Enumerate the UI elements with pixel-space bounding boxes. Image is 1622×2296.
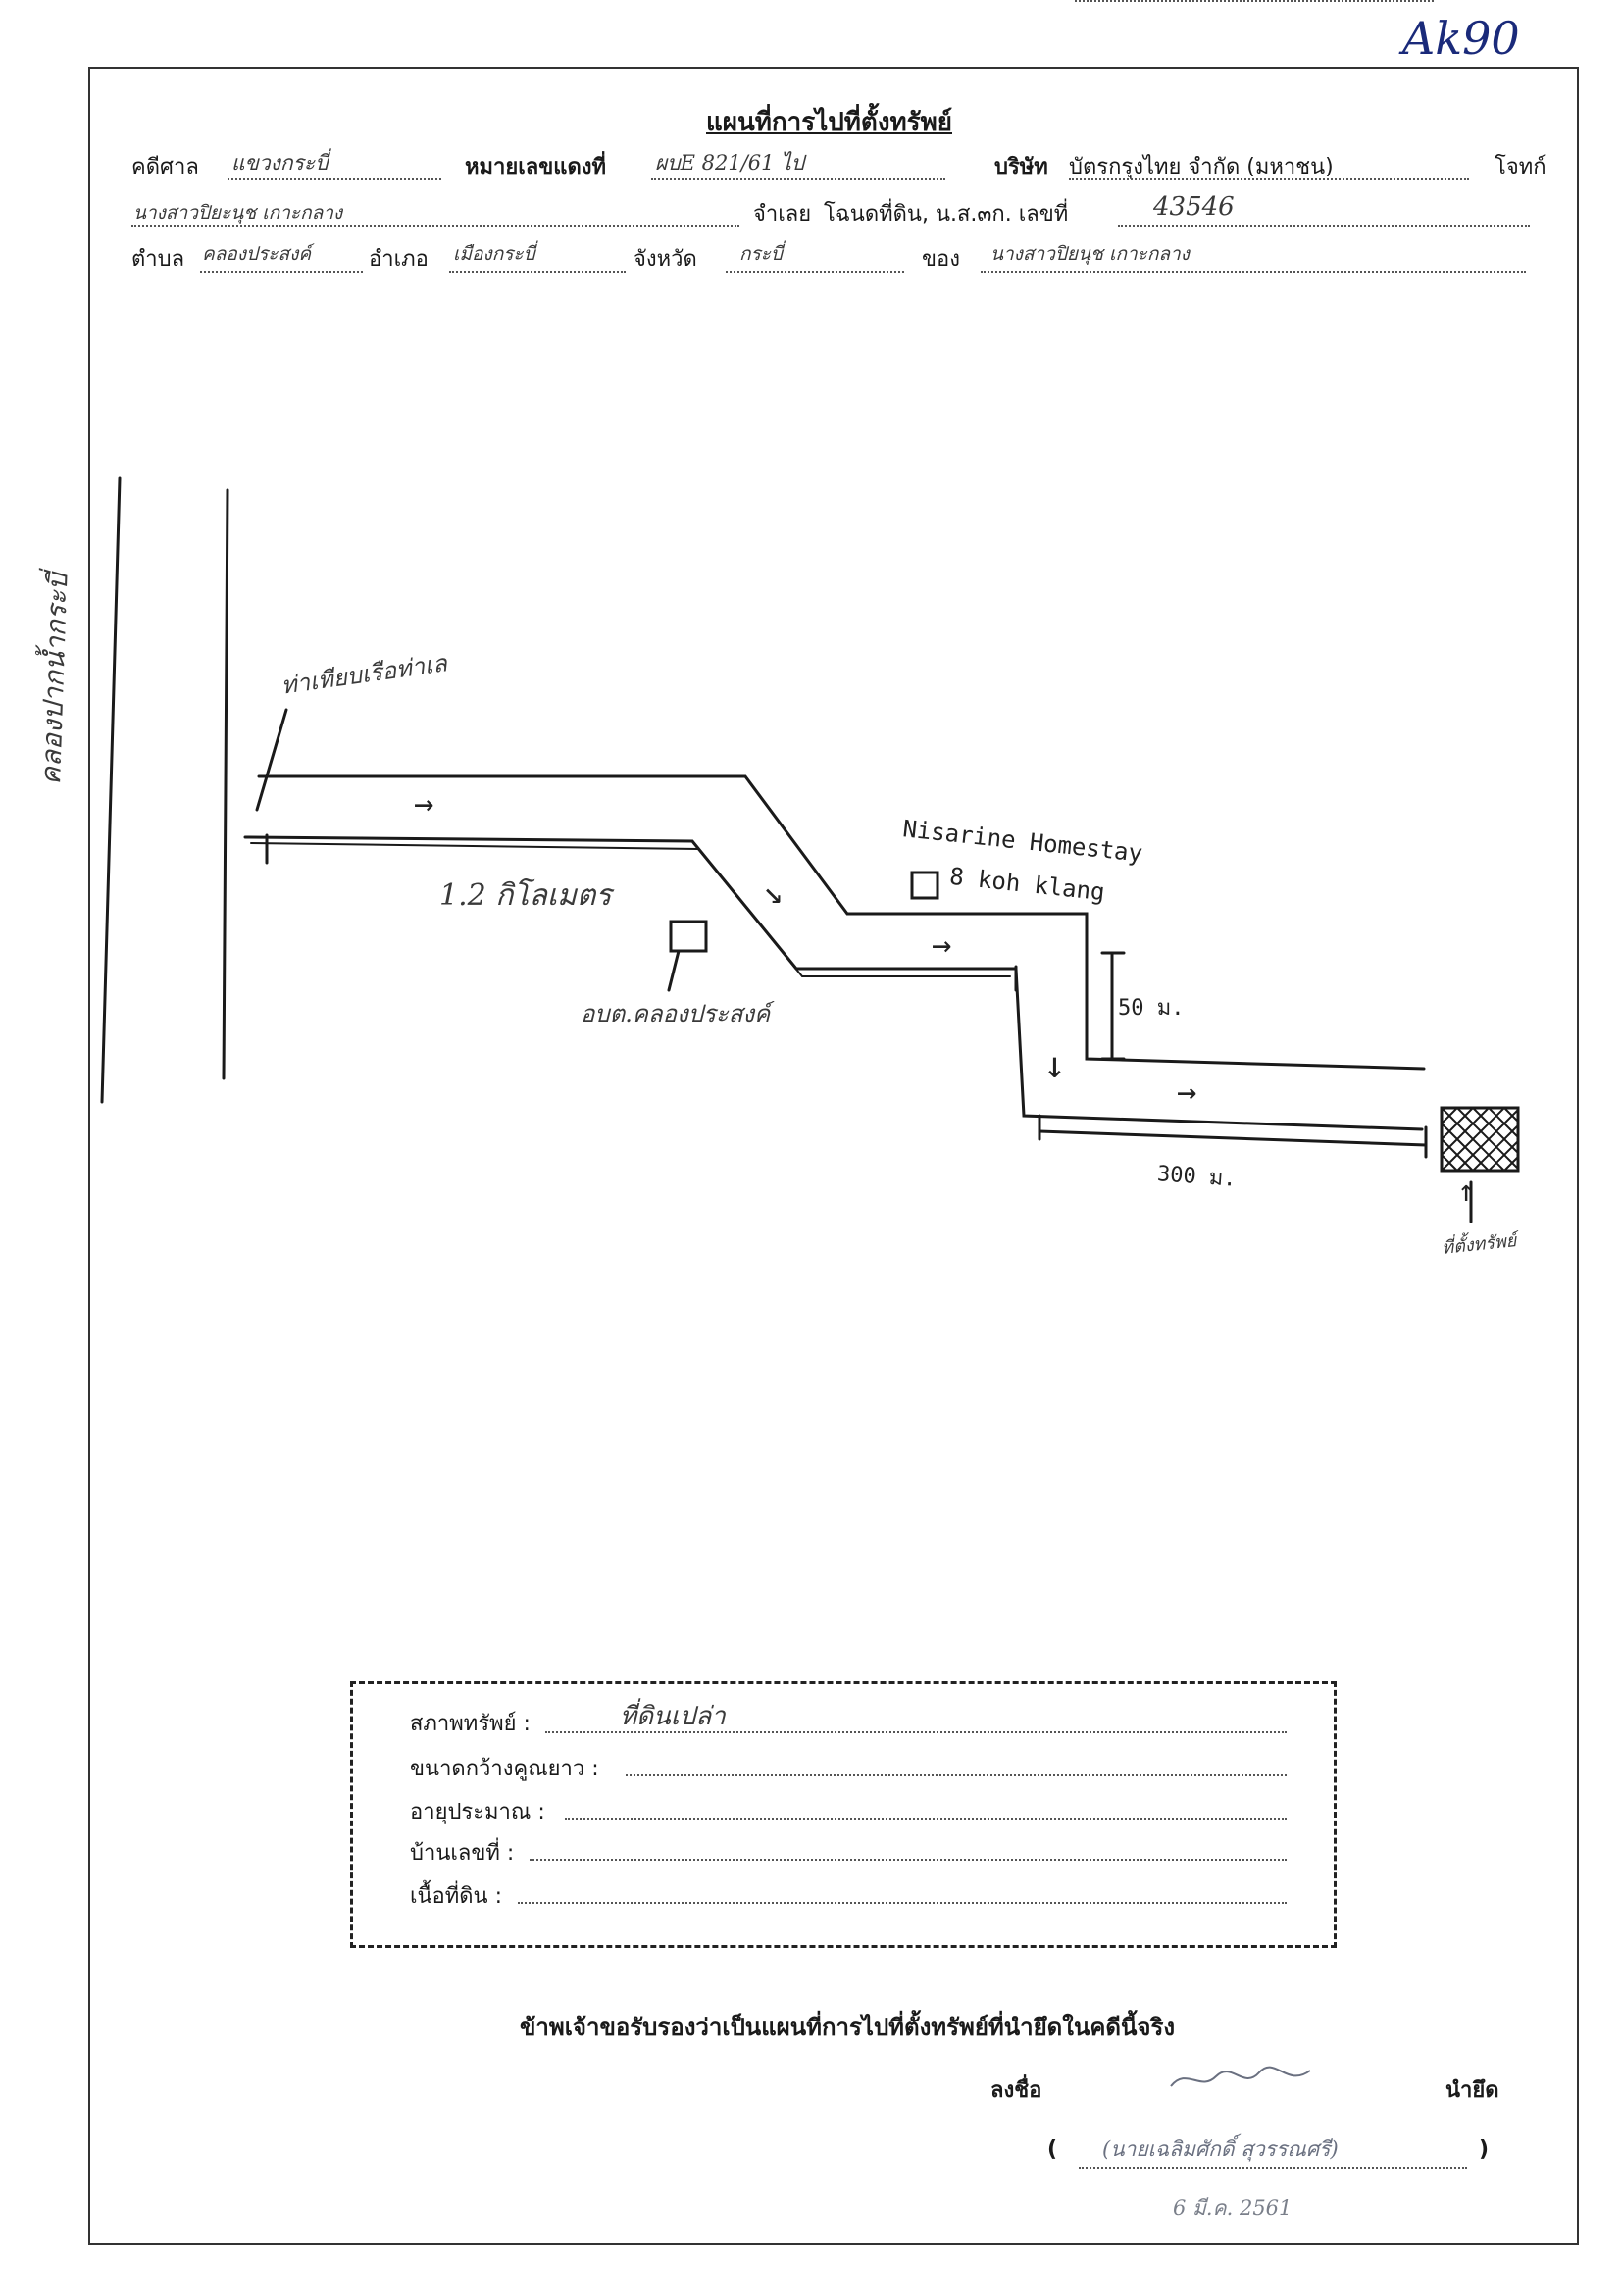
deed-label: โฉนดที่ดิน, น.ส.๓ก. เลขที่	[824, 202, 1069, 226]
office-box	[669, 920, 708, 953]
district-value: เมืองกระบี่	[453, 243, 535, 265]
owner-label: ของ	[922, 247, 960, 272]
land-area-dotline	[518, 1902, 1287, 1904]
arrow-diag: ↘	[763, 873, 784, 912]
page-title: แผนที่การไปที่ตั้งทรัพย์	[706, 108, 952, 137]
subdistrict-value: คลองประสงค์	[202, 243, 312, 265]
deed-value: 43546	[1153, 192, 1235, 222]
arrow-right-1: →	[414, 784, 434, 824]
signature-scribble	[1167, 2063, 1314, 2096]
age-dotline	[565, 1818, 1287, 1820]
condition-value: ที่ดินเปล่า	[620, 1702, 726, 1731]
defendant-value: นางสาวปิยะนุช เกาะกลาง	[133, 202, 343, 224]
condition-label: สภาพทรัพย์ :	[410, 1712, 531, 1736]
dim-300m	[1038, 1129, 1428, 1147]
owner-value: นางสาวปิยนุช เกาะกลาง	[990, 243, 1190, 265]
arrow-right-3: →	[1177, 1073, 1197, 1112]
office-label: อบต.คลองประสงค์	[581, 1000, 771, 1027]
open-paren: (	[1047, 2137, 1058, 2162]
subdistrict-dotline	[200, 271, 363, 273]
arrow-up: ↑	[1457, 1174, 1476, 1209]
red-case-value: ผบE 821/61 ไป	[655, 151, 805, 175]
red-case-dotline	[651, 178, 945, 180]
district-dotline	[449, 271, 626, 273]
sign-dotline	[1075, 0, 1434, 2]
canal-line-left	[100, 476, 122, 1104]
company-value: บัตรกรุงไทย จำกัด (มหาชน)	[1069, 155, 1334, 179]
property-hatch	[1441, 1107, 1519, 1172]
close-paren: )	[1479, 2137, 1490, 2162]
court-value: แขวงกระบี่	[231, 151, 329, 175]
name-dotline	[1079, 2167, 1467, 2169]
role-label: นำยึด	[1445, 2078, 1499, 2103]
dist-300-label: 300 ม.	[1156, 1162, 1238, 1192]
page-frame	[88, 67, 1579, 2245]
red-case-label: หมายเลขแดงที่	[465, 155, 606, 179]
court-dotline	[228, 178, 441, 180]
house-no-dotline	[530, 1859, 1287, 1861]
size-dotline	[626, 1774, 1287, 1776]
condition-dotline	[545, 1731, 1287, 1733]
canal-line-right	[222, 488, 229, 1080]
arrow-right-2: →	[932, 925, 952, 965]
province-label: จังหวัด	[634, 247, 697, 272]
road-lower-edge	[243, 835, 1424, 1131]
land-area-label: เนื้อที่ดิน :	[410, 1884, 503, 1909]
defendant-dotline	[131, 225, 739, 227]
sign-date: 6 มี.ค. 2561	[1173, 2196, 1293, 2220]
stamp-number: Ak90	[1402, 12, 1520, 65]
subdistrict-label: ตำบล	[131, 247, 185, 272]
property-details-box	[350, 1681, 1337, 1948]
court-label: คดีศาล	[131, 155, 199, 179]
certify-text: ข้าพเจ้าขอรับรองว่าเป็นแผนที่การไปที่ตั้…	[520, 2014, 1176, 2041]
defendant-label: จำเลย	[753, 202, 812, 226]
house-no-label: บ้านเลขที่ :	[410, 1841, 515, 1866]
company-label: บริษัท	[994, 155, 1048, 179]
company-dotline	[1069, 178, 1469, 180]
dist-50-label: 50 ม.	[1118, 996, 1185, 1021]
province-dotline	[726, 271, 904, 273]
canal-label: คลองปากน้ำกระบี่	[33, 572, 75, 786]
homestay-box	[910, 871, 939, 900]
road-upper-edge	[257, 774, 1426, 1071]
age-label: อายุประมาณ :	[410, 1800, 545, 1824]
size-label: ขนาดกว้างคูณยาว :	[410, 1757, 599, 1781]
district-label: อำเภอ	[369, 247, 429, 272]
owner-dotline	[981, 271, 1526, 273]
arrow-down: ↓	[1043, 1043, 1066, 1086]
plaintiff-label: โจทก์	[1495, 155, 1546, 179]
deed-dotline	[1118, 225, 1530, 227]
signer-name: (นายเฉลิมศักดิ์ สุวรรณศรี)	[1102, 2137, 1339, 2161]
province-value: กระบี่	[739, 243, 783, 265]
pier-pointer	[255, 708, 288, 812]
distance-label: 1.2 กิโลเมตร	[439, 878, 612, 913]
sign-label: ลงชื่อ	[990, 2078, 1042, 2103]
